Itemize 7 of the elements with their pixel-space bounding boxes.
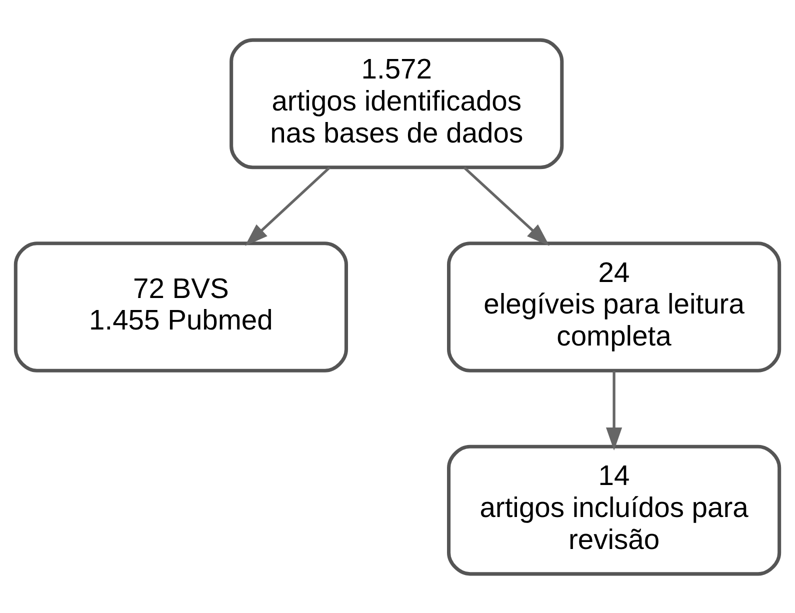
node-box: 24 elegíveis para leitura completa — [447, 241, 782, 372]
node-box: 72 BVS 1.455 Pubmed — [14, 241, 348, 372]
arrow — [463, 166, 550, 246]
arrow — [245, 166, 330, 246]
node-box: 14 artigos incluídos para revisão — [447, 444, 782, 576]
arrow — [606, 370, 622, 450]
node-box: 1.572 artigos identificados nas bases de dados — [230, 38, 564, 169]
